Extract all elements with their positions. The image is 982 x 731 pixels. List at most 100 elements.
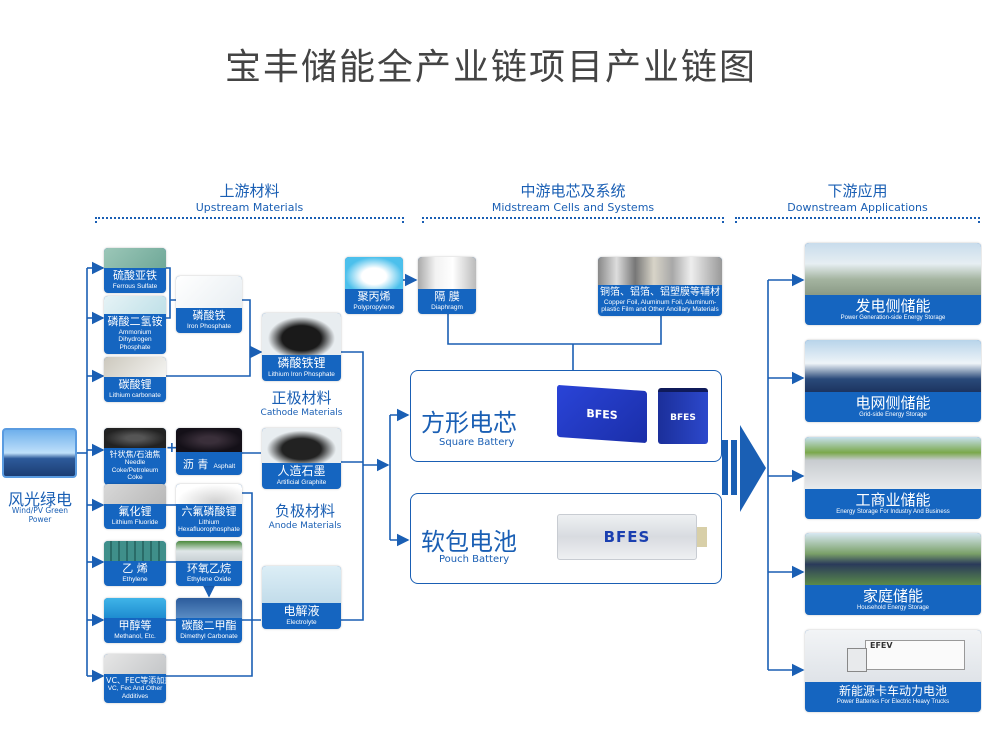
tile-title: 电网侧储能 [855, 394, 931, 412]
truck-image: EFEV [865, 640, 965, 670]
tile-image [104, 296, 166, 314]
tile-asphalt: 沥 青 Asphalt [176, 428, 242, 476]
tile-subtitle: Household Energy Storage [856, 605, 930, 612]
upstream-bracket [95, 217, 404, 223]
tile-title: 工商业储能 [855, 491, 931, 509]
tile-subtitle: Lithium Fluoride [111, 518, 159, 526]
tile-subtitle: Ethylene [122, 575, 148, 583]
tile-title: 发电侧储能 [855, 297, 931, 315]
tile-image [104, 357, 166, 377]
tile-image [104, 484, 166, 504]
tile-image [176, 598, 242, 618]
tile-subtitle: Ferrous Sulfate [112, 282, 158, 290]
tile-subtitle: Dimethyl Carbonate [180, 632, 238, 640]
page-title: 宝丰储能全产业链项目产业链图 [224, 47, 757, 88]
tile-image [805, 533, 981, 585]
tile-image [805, 437, 981, 489]
tile-title: 硫酸亚铁 [113, 269, 157, 282]
tile-title: 家庭储能 [862, 587, 923, 605]
midstream-subtitle: Midstream Cells and Systems [491, 201, 655, 214]
pouch-battery-title: 软包电池 [421, 528, 517, 556]
source-subtitle: Wind/PV Green Power [11, 506, 69, 524]
tile-subtitle: Power Generation-side Energy Storage [840, 315, 946, 322]
tile-image [345, 257, 403, 289]
pouch-battery-tab [697, 527, 707, 547]
tile-subtitle: Ammonium Dihydrogen Phosphate [118, 328, 152, 351]
tile-title: 磷酸铁 [192, 309, 226, 322]
tile-title: 人造石墨 [277, 464, 326, 478]
tile-subtitle: Needle Coke/Petroleum Coke [111, 459, 159, 482]
downstream-title: 下游应用 [827, 182, 888, 200]
tile-subtitle: Energy Storage For Industry And Business [836, 509, 950, 516]
tile-subtitle: Copper Foil, Aluminum Foil, Aluminum-pla… [601, 298, 719, 313]
upstream-header: 上游材料 Upstream Materials [95, 180, 404, 223]
tile-title: 电解液 [283, 604, 320, 618]
tile-subtitle: Artificial Graphite [276, 478, 327, 486]
wind-solar-image [2, 428, 77, 478]
square-battery-title: 方形电芯 [421, 409, 517, 437]
tile-image [104, 248, 166, 268]
pouch-battery-box: 软包电池 Pouch Battery BFES [410, 493, 722, 584]
tile-title: 磷酸二氢铵 [107, 315, 163, 328]
tile-subtitle: Lithium carbonate [109, 391, 161, 399]
tile-image [598, 257, 722, 285]
tile-subtitle: Iron Phosphate [186, 322, 232, 330]
pouch-battery-image: BFES [557, 514, 697, 560]
upstream-title: 上游材料 [219, 182, 280, 200]
tile-subtitle: Power Batteries For Electric Heavy Truck… [836, 698, 950, 705]
tile-title: 隔 膜 [434, 290, 460, 303]
tile-subtitle: Polypropylene [353, 303, 395, 311]
tile-image [262, 313, 341, 355]
source-title: 风光绿电 [7, 490, 72, 509]
tile-title: 磷酸铁锂 [277, 356, 326, 370]
pouch-battery-subtitle: Pouch Battery [439, 554, 510, 565]
tile-title: 沥 青 [182, 458, 209, 471]
tile-image [805, 340, 981, 392]
tile-image [104, 541, 166, 561]
midstream-bracket [422, 217, 724, 223]
tile-image [176, 428, 242, 452]
tile-subtitle: VC, Fec And Other Additives [107, 685, 163, 700]
tile-image [176, 276, 242, 308]
tile-title: 碳酸锂 [118, 378, 152, 391]
tile-image [104, 598, 166, 618]
tile-title: 六氟磷酸锂 [181, 505, 237, 518]
tile-title: 聚丙烯 [357, 290, 391, 303]
tile-subtitle: Grid-side Energy Storage [859, 412, 927, 419]
